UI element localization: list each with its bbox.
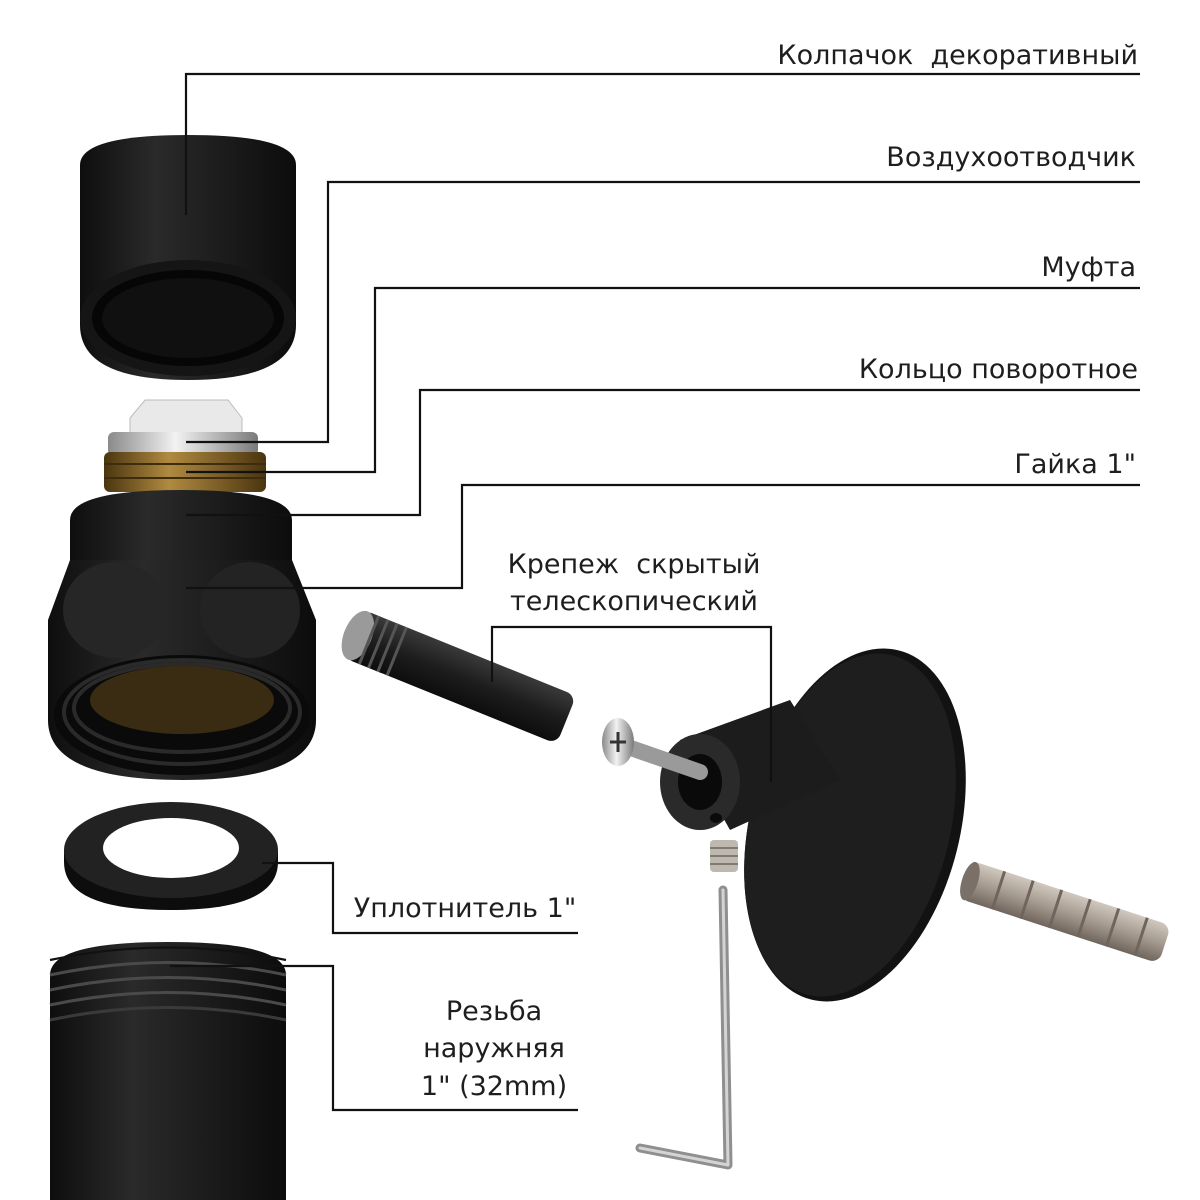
seal-1-inch [64, 802, 278, 910]
label-air-vent: Воздухоотводчик [886, 142, 1136, 173]
leader-thread [170, 964, 578, 1112]
rotary-ring [70, 490, 292, 580]
leader-lines [170, 72, 1140, 1112]
leader-mount [490, 625, 773, 782]
leader-air-vent [186, 180, 1140, 444]
label-thread-line1: Резьба [446, 996, 542, 1027]
label-mount-line1: Крепеж скрытый [508, 549, 761, 580]
leader-nut [186, 483, 1140, 590]
screw [602, 718, 708, 780]
coupling [104, 452, 266, 492]
wall-dowel [960, 861, 1169, 961]
leader-cap [184, 72, 1140, 215]
label-thread-line2: наружняя [423, 1033, 565, 1064]
telescopic-rod [341, 610, 574, 741]
labels: Колпачок декоративный Воздухоотводчик Му… [354, 40, 1138, 1102]
leader-seal [262, 861, 578, 935]
threaded-pipe [49, 942, 287, 1200]
set-screw [710, 840, 738, 872]
label-coupling: Муфта [1041, 252, 1136, 283]
decorative-cap [80, 135, 296, 380]
label-nut: Гайка 1" [1014, 449, 1136, 480]
label-cap: Колпачок декоративный [777, 40, 1138, 71]
label-seal: Уплотнитель 1" [354, 893, 577, 924]
label-thread-line3: 1" (32mm) [421, 1071, 567, 1102]
leader-rotary-ring [186, 388, 1140, 517]
label-mount-line2: телескопический [510, 586, 758, 617]
air-vent [108, 399, 258, 456]
label-rotary-ring: Кольцо поворотное [859, 354, 1138, 385]
allen-key [635, 885, 733, 1170]
nut-1-inch [48, 560, 316, 780]
leader-coupling [186, 286, 1140, 474]
wall-flange [744, 648, 966, 1002]
